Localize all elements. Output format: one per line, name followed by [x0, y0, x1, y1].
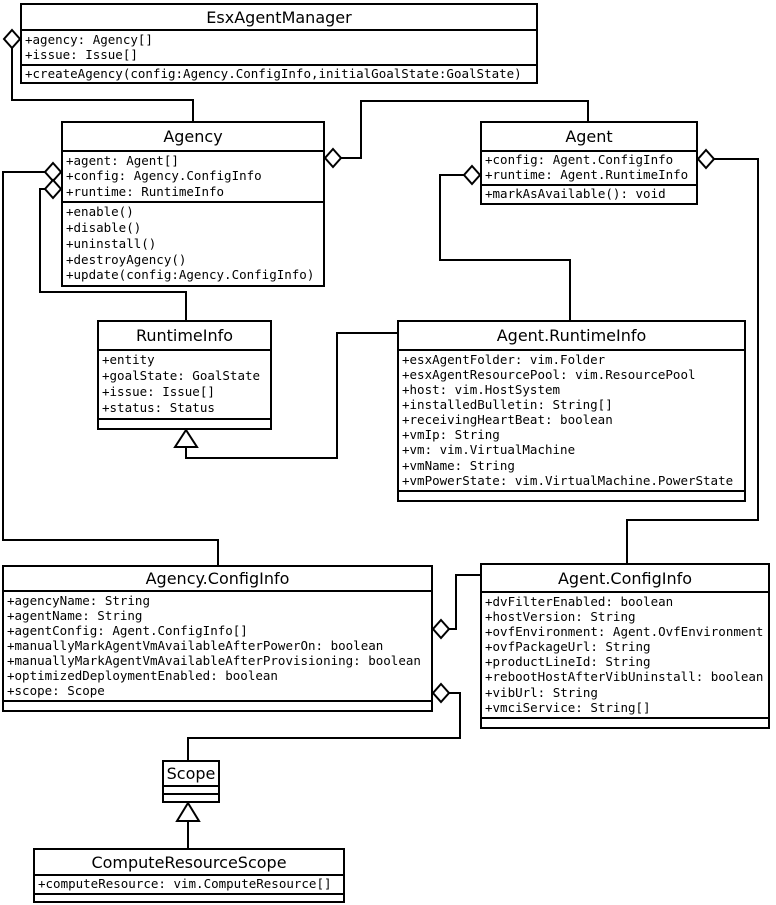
attributes-compartment: +agency: Agency[]+issue: Issue[]	[22, 29, 536, 64]
attribute-row: +computeResource: vim.ComputeResource[]	[38, 876, 332, 892]
attributes-compartment: +dvFilterEnabled: boolean+hostVersion: S…	[482, 591, 768, 717]
attributes-compartment: +esxAgentFolder: vim.Folder+esxAgentReso…	[399, 349, 744, 490]
attribute-row: +esxAgentResourcePool: vim.ResourcePool	[402, 366, 696, 382]
attribute-row: +ovfEnvironment: Agent.OvfEnvironment	[485, 623, 764, 639]
relation-line-agent-agentconfiginfo	[626, 158, 759, 564]
aggregation-diamond-icon-agent-agentconfiginfo	[696, 148, 716, 170]
attribute-row: +status: Status	[102, 400, 215, 416]
attribute-row: +host: vim.HostSystem	[402, 381, 561, 397]
attribute-row: +agency: Agency[]	[25, 31, 153, 47]
relation-line-agent-agentruntimeinfo	[439, 174, 571, 321]
methods-compartment	[399, 490, 744, 500]
attributes-compartment: +agencyName: String+agentName: String+ag…	[4, 590, 431, 700]
attribute-row: +entity	[102, 352, 155, 368]
methods-compartment	[99, 418, 270, 428]
attribute-row: +vmIp: String	[402, 427, 500, 443]
attribute-row: +ovfPackageUrl: String	[485, 639, 651, 655]
method-row: +markAsAvailable(): void	[485, 186, 666, 202]
class-agent-configinfo: Agent.ConfigInfo +dvFilterEnabled: boolea…	[480, 563, 770, 729]
attribute-row: +issue: Issue[]	[25, 46, 138, 62]
relation-line-agency-agencyconfiginfo	[2, 171, 219, 566]
attributes-compartment	[164, 785, 218, 793]
attribute-row: +productLineId: String	[485, 654, 651, 670]
attribute-row: +rebootHostAfterVibUninstall: boolean	[485, 669, 764, 685]
class-agency: Agency +agent: Agent[]+config: Agency.Con…	[61, 121, 325, 287]
attribute-row: +esxAgentFolder: vim.Folder	[402, 351, 606, 367]
class-title: Agent.RuntimeInfo	[496, 326, 647, 345]
attribute-row: +dvFilterEnabled: boolean	[485, 593, 674, 609]
attribute-row: +issue: Issue[]	[102, 384, 215, 400]
class-title: Scope	[166, 764, 216, 783]
class-title: EsxAgentManager	[206, 7, 352, 27]
method-row: +uninstall()	[66, 235, 157, 251]
methods-compartment	[482, 717, 768, 727]
class-agency-configinfo: Agency.ConfigInfo+agencyName: String+age…	[2, 565, 433, 712]
attribute-row: +config: Agent.ConfigInfo	[485, 152, 674, 168]
attribute-row: +vmciService: String[]	[485, 699, 651, 715]
attribute-row: +receivingHeartBeat: boolean	[402, 412, 613, 428]
methods-compartment: +enable()+disable()+uninstall()+destroyA…	[63, 201, 323, 285]
generalization-triangle-icon-agentruntimeinfo-extends-runtimeinfo	[173, 428, 199, 448]
attribute-row: +runtime: Agent.RuntimeInfo	[485, 167, 689, 183]
class-agent: Agent +config: Agent.ConfigInfo+runtime: …	[480, 121, 698, 205]
methods-compartment	[164, 793, 218, 801]
attribute-row: +config: Agency.ConfigInfo	[66, 168, 262, 184]
relation-line-agentruntimeinfo-extends-runtimeinfo	[185, 332, 398, 459]
attribute-row: +manuallyMarkAgentVmAvailableAfterProvis…	[7, 652, 421, 668]
aggregation-diamond-icon-agencyconfiginfo-agentconfiginfo	[431, 618, 451, 640]
methods-compartment: +markAsAvailable(): void	[482, 184, 696, 203]
class-scope: Scope	[162, 760, 220, 803]
attributes-compartment: +computeResource: vim.ComputeResource[]	[35, 874, 343, 893]
class-title: Agency.ConfigInfo	[145, 569, 290, 588]
generalization-triangle-icon-computeresourcescope-extends-scope	[175, 801, 201, 822]
methods-compartment	[4, 700, 431, 710]
attribute-row: +vmName: String	[402, 457, 515, 473]
attribute-row: +agentName: String	[7, 607, 143, 623]
class-title: Agent.ConfigInfo	[557, 568, 693, 588]
aggregation-diamond-icon-esxagentmanager-agency	[2, 28, 22, 50]
aggregation-diamond-icon-agency-agencyconfiginfo	[43, 161, 63, 183]
attributes-compartment: +entity+goalState: GoalState+issue: Issu…	[99, 349, 270, 418]
relation-line-agency-agent	[341, 100, 589, 159]
attribute-row: +agentConfig: Agent.ConfigInfo[]	[7, 622, 248, 638]
attributes-compartment: +agent: Agent[]+config: Agency.ConfigInf…	[63, 150, 323, 201]
aggregation-diamond-icon-agent-agentruntimeinfo	[462, 164, 482, 186]
attribute-row: +vmPowerState: vim.VirtualMachine.PowerS…	[402, 472, 734, 488]
methods-compartment: +createAgency(config:Agency.ConfigInfo,i…	[22, 64, 536, 82]
relation-line-agencyconfiginfo-agentconfiginfo	[449, 574, 481, 630]
method-row: +destroyAgency()	[66, 251, 187, 267]
class-agent-runtimeinfo: Agent.RuntimeInfo +esxAgentFolder: vim.Fo…	[397, 320, 746, 502]
class-title: ComputeResourceScope	[91, 852, 287, 872]
class-esxagentmanager: EsxAgentManager+agency: Agency[]+issue: …	[20, 3, 538, 84]
class-title: RuntimeInfo	[135, 326, 234, 345]
relation-line-agencyconfiginfo-scope	[187, 692, 461, 761]
attribute-row: +vm: vim.VirtualMachine	[402, 442, 576, 458]
attribute-row: +agencyName: String	[7, 592, 150, 608]
aggregation-diamond-icon-agency-agent	[323, 147, 343, 169]
attribute-row: +hostVersion: String	[485, 608, 636, 624]
method-row: +createAgency(config:Agency.ConfigInfo,i…	[25, 65, 522, 81]
attribute-row: +goalState: GoalState	[102, 368, 261, 384]
method-row: +enable()	[66, 204, 134, 220]
attribute-row: +installedBulletin: String[]	[402, 397, 613, 413]
aggregation-diamond-icon-agencyconfiginfo-scope	[431, 682, 451, 704]
aggregation-diamond-icon-agency-runtimeinfo	[43, 178, 63, 200]
class-computeresourcescope: ComputeResourceScope +computeResource: vi…	[33, 848, 345, 903]
relation-line-agency-runtimeinfo	[39, 188, 187, 321]
class-runtimeinfo: RuntimeInfo+entity+goalState: GoalState+…	[97, 320, 272, 430]
attributes-compartment: +config: Agent.ConfigInfo+runtime: Agent…	[482, 150, 696, 184]
class-title: Agency	[163, 127, 223, 146]
attribute-row: +agent: Agent[]	[66, 152, 179, 168]
attribute-row: +manuallyMarkAgentVmAvailableAfterPowerO…	[7, 637, 384, 653]
method-row: +update(config:Agency.ConfigInfo)	[66, 267, 315, 283]
attribute-row: +vibUrl: String	[485, 684, 598, 700]
class-title: Agent	[565, 127, 613, 146]
attribute-row: +runtime: RuntimeInfo	[66, 183, 225, 199]
relation-line-esxagentmanager-agency	[11, 48, 194, 122]
method-row: +disable()	[66, 220, 142, 235]
attribute-row: +scope: Scope	[7, 682, 105, 698]
methods-compartment	[35, 893, 343, 901]
attribute-row: +optimizedDeploymentEnabled: boolean	[7, 667, 278, 683]
